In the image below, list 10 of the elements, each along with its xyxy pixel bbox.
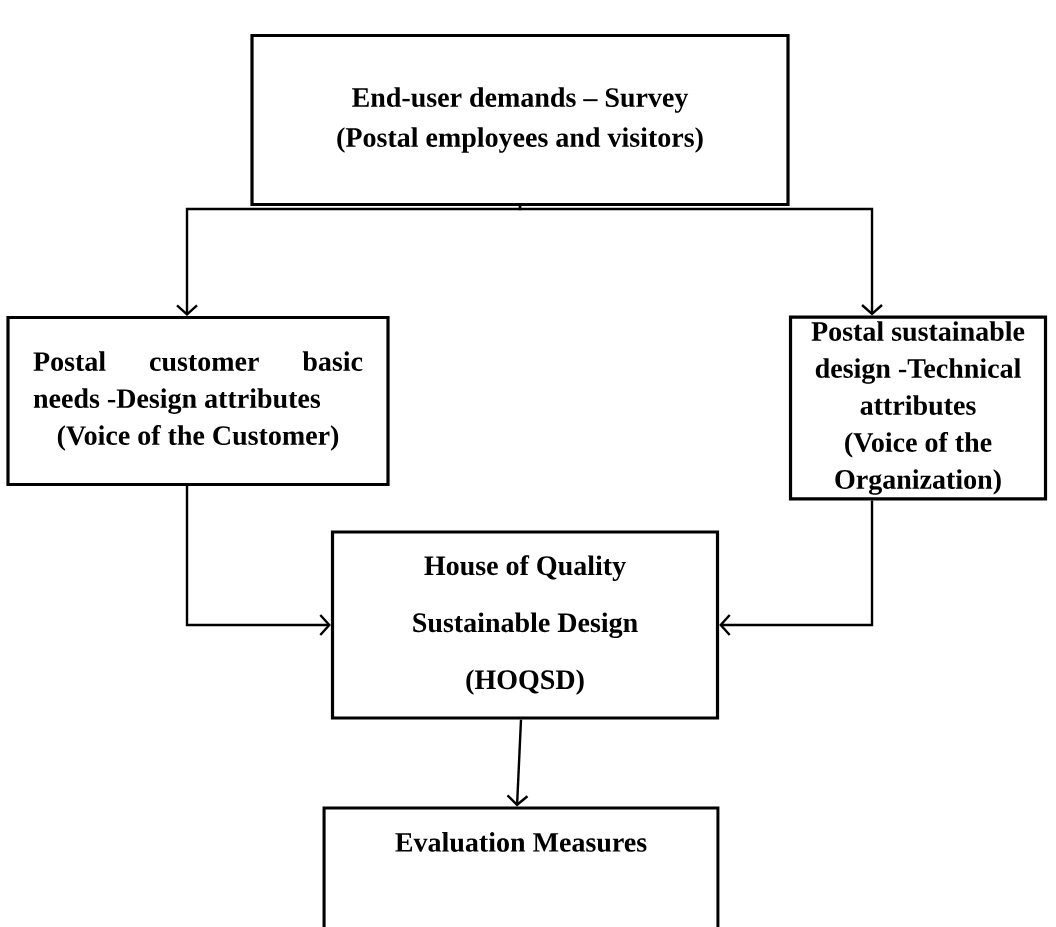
process-box: House of Quality Sustainable Design (HOQSD) [330,530,720,720]
process-box: Evaluation Measures [322,806,720,927]
process-box: End-user demands – Survey (Postal employees and visitors) [250,33,790,207]
process-box: Postal sustainable design -Technical attributes (Voice of the Organization) [788,315,1048,501]
arrow [518,205,883,316]
arrow [719,500,874,636]
process-box: Postal customer basic needs -Design attributes (Voice of the Customer) [6,315,390,487]
arrow [176,205,522,316]
arrow [506,719,529,807]
arrow [185,486,331,636]
